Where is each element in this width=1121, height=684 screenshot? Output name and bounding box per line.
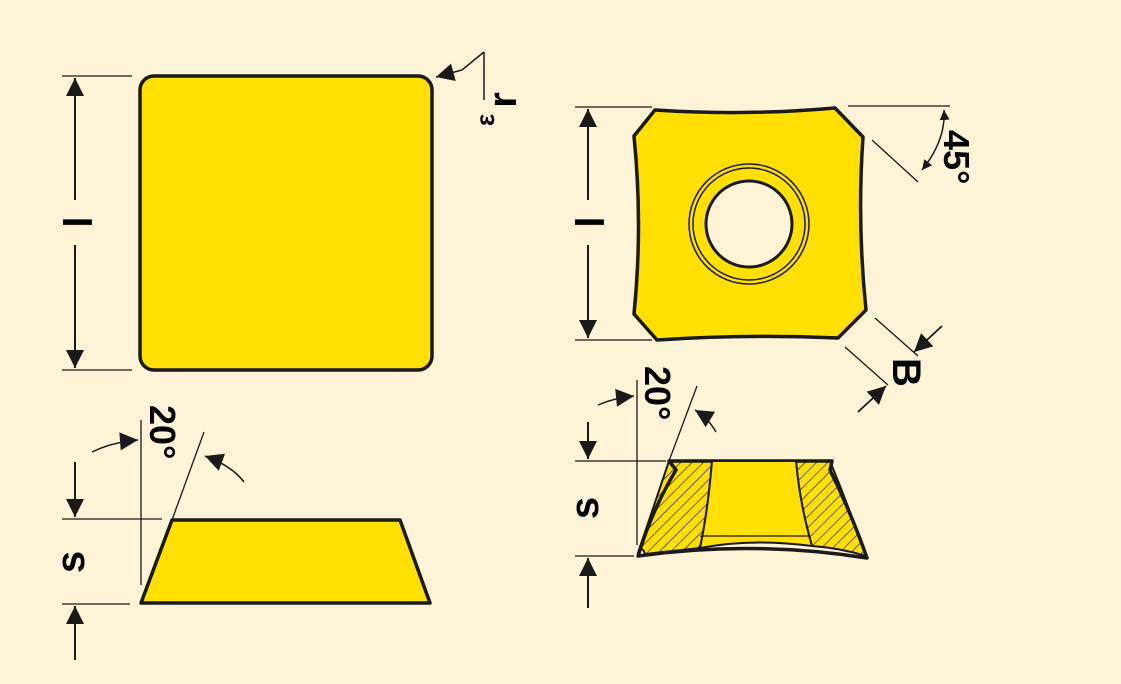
angle-arrow-20	[91, 432, 139, 453]
extension-line	[171, 431, 205, 521]
relief-angle-label: 20°	[142, 405, 183, 459]
dimension-arrow-b	[913, 325, 943, 353]
extension-line	[668, 385, 698, 462]
section-view-right: 20° s	[563, 366, 869, 608]
extension-line	[871, 139, 919, 183]
dimension-arrow-b	[857, 385, 887, 413]
length-label: l	[57, 216, 101, 227]
corner-radius-label: r	[481, 92, 525, 108]
length-label: l	[569, 216, 613, 227]
angle-arrow-20	[204, 453, 245, 483]
chamfer-angle-label: 45°	[936, 130, 977, 184]
mounting-hole	[704, 179, 794, 269]
insert-side-profile	[139, 518, 432, 605]
thickness-label: s	[563, 497, 607, 519]
extension-line	[874, 317, 919, 357]
angle-arc-45	[921, 109, 950, 171]
hole-ring	[692, 167, 806, 281]
relief-angle-label: 20°	[637, 366, 678, 420]
hole-outer-ring	[688, 163, 810, 285]
angle-arrow-20	[597, 388, 635, 407]
section-outline	[636, 459, 869, 560]
chamfer-width-label: B	[884, 358, 928, 387]
square-insert-body	[138, 74, 434, 372]
angle-arrow-20	[694, 409, 717, 433]
thickness-label: s	[49, 551, 93, 573]
top-view-chamfered-insert: l 45° 45° B	[569, 105, 977, 413]
radius-leader	[435, 51, 485, 82]
corner-radius-subscript: ε	[470, 114, 500, 126]
side-view-left: 20° s	[49, 405, 432, 660]
extension-line	[844, 346, 889, 386]
top-view-square-insert: l r ε	[57, 51, 525, 372]
bore-center	[698, 460, 814, 550]
